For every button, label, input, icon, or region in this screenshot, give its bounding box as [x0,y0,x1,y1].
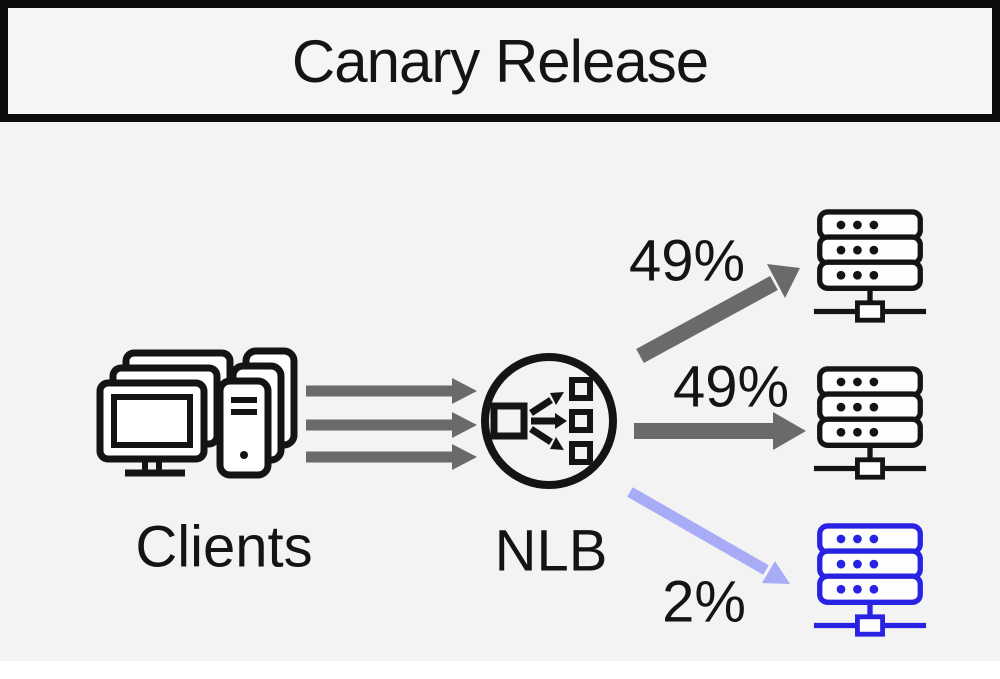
page-title: Canary Release [291,27,709,95]
client-computers-icon [93,346,298,480]
traffic-share-label-server1: 49% [628,228,746,294]
traffic-share-label-canary: 2% [662,569,746,635]
edge-nlb-to-server2-arrow-icon [634,412,806,450]
nlb-label: NLB [494,518,608,584]
edge-clients-to-nlb-arrows-icon [306,378,477,470]
load-balancer-icon [477,349,623,495]
edge-nlb-to-canary-arrow-icon [627,487,790,584]
edge-nlb-to-server1-arrow-icon [636,264,800,364]
server-stack-icon [812,366,928,484]
traffic-share-label-server2: 49% [672,354,790,420]
clients-label: Clients [135,514,313,580]
title-banner: Canary Release [0,0,1000,122]
canary-server-stack-icon [812,523,928,641]
server-stack-icon [812,209,928,327]
